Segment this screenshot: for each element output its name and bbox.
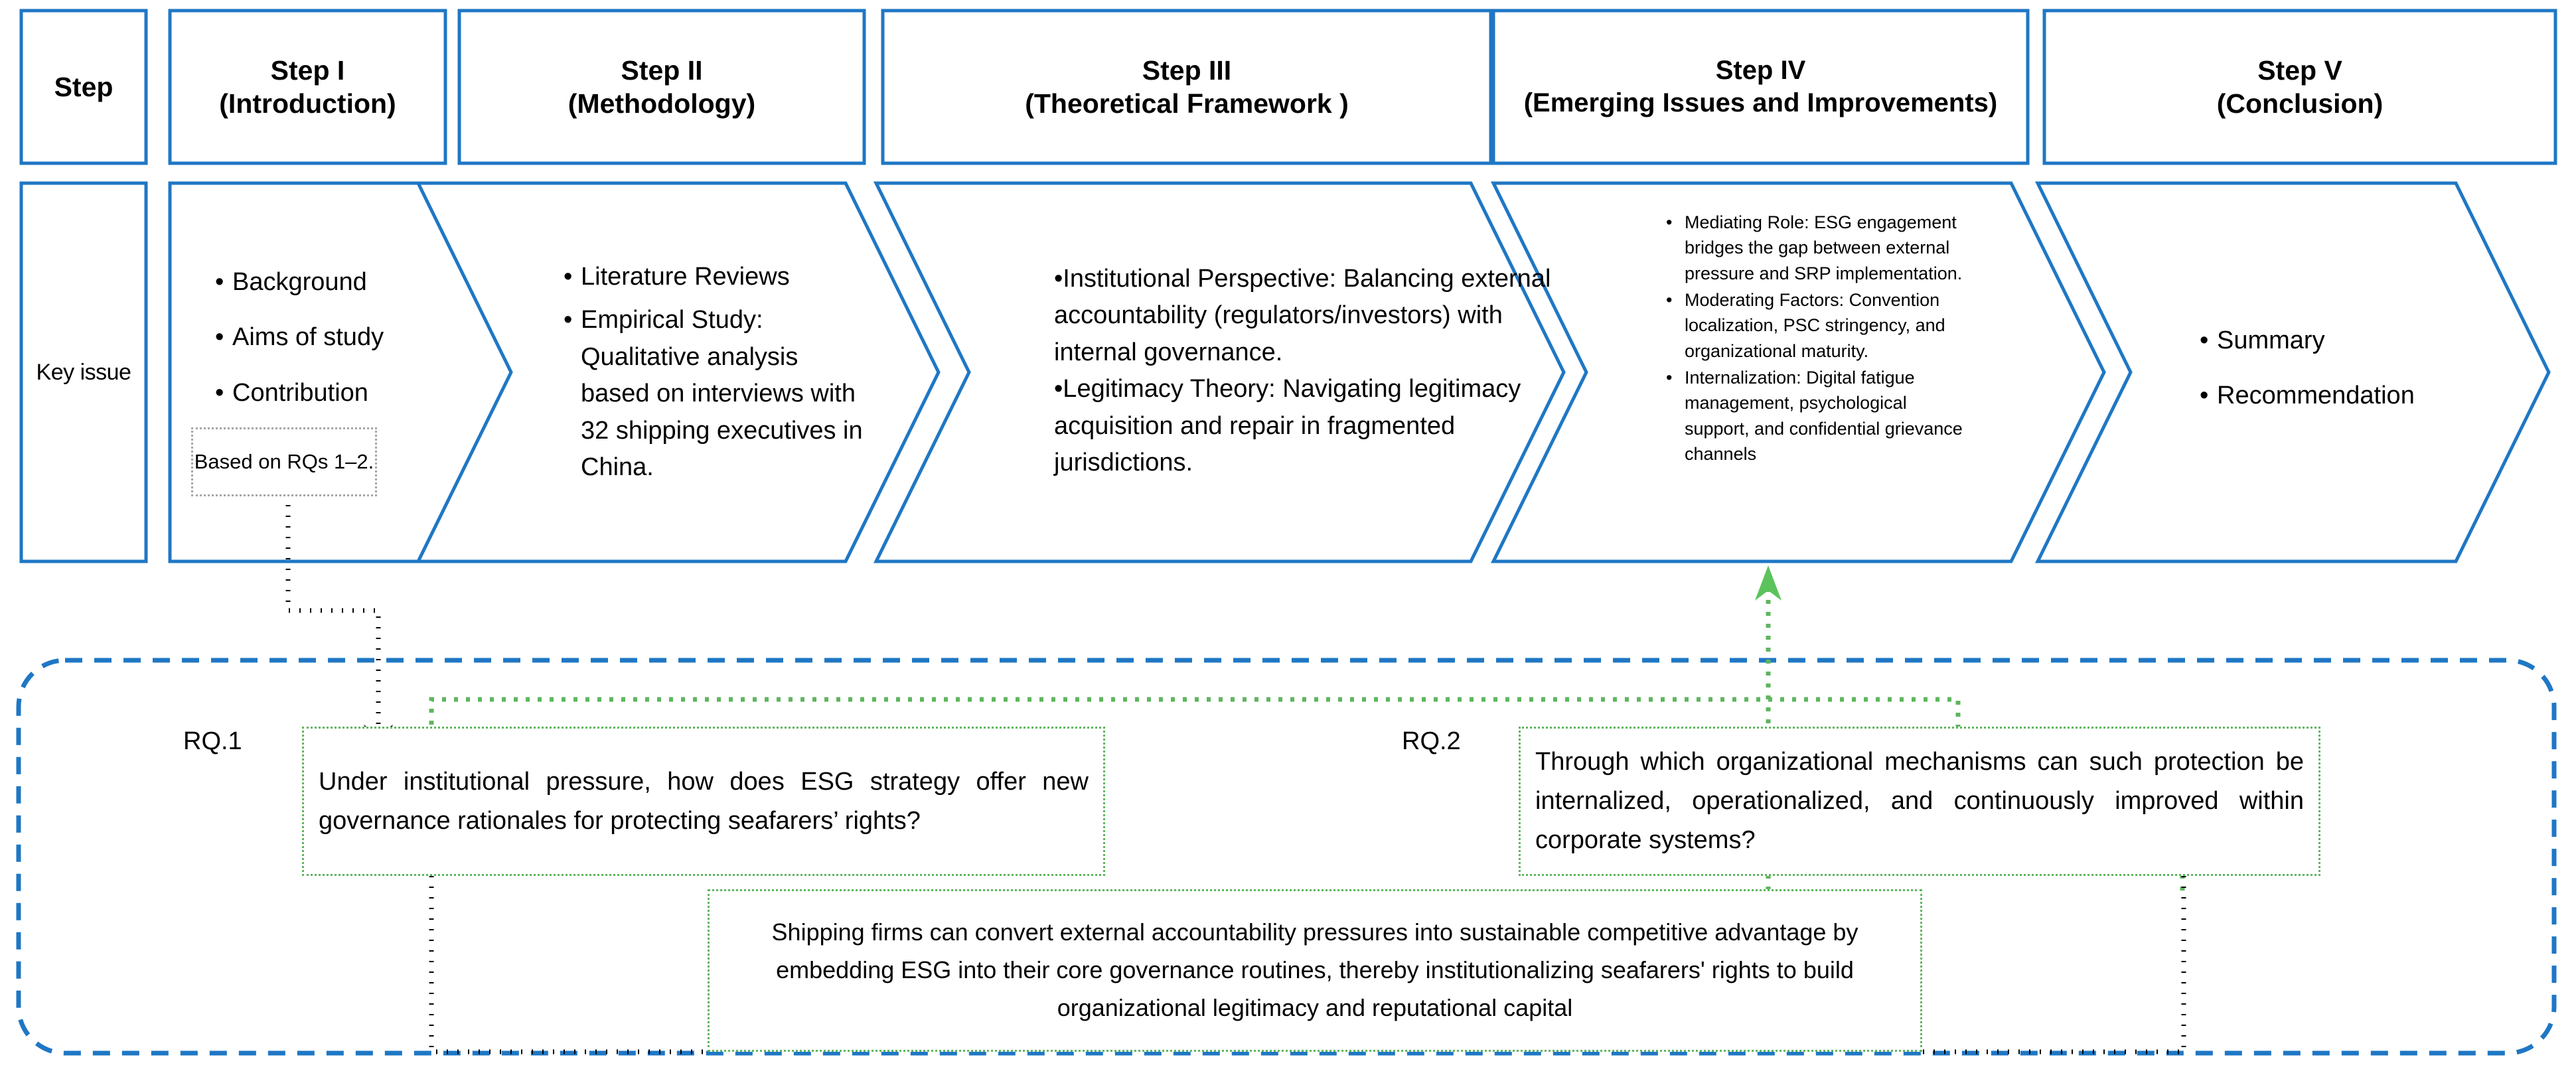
step-3-subtitle: (Theoretical Framework ) — [1025, 88, 1349, 119]
step-1-key-issue-list: Background Aims of study Contribution — [212, 264, 451, 430]
step-5-title: Step V — [2257, 54, 2342, 86]
header-label-step-text: Step — [54, 71, 114, 102]
step-5-subtitle: (Conclusion) — [2216, 88, 2384, 119]
list-item: •Legitimacy Theory: Navigating legitimac… — [1054, 375, 1521, 477]
list-item: Aims of study — [212, 319, 451, 356]
list-item: Recommendation — [2197, 378, 2516, 415]
step-3-title: Step III — [1142, 54, 1232, 86]
rq2-text: Through which organizational mechanisms … — [1535, 748, 2304, 854]
based-on-rqs-note-text: Based on RQs 1–2. — [194, 449, 374, 473]
rq2-box: Through which organizational mechanisms … — [1519, 727, 2320, 876]
list-item: Mediating Role: ESG engagement bridges t… — [1661, 210, 1969, 286]
key-issue-label-text: Key issue — [36, 359, 131, 385]
step-4-title: Step IV — [1715, 56, 1806, 86]
hypothesis-box: Shipping firms can convert external acco… — [708, 889, 1922, 1052]
rq2-label: RQ.2 — [1402, 729, 1508, 754]
step-5-key-issue-list: Summary Recommendation — [2197, 323, 2516, 433]
rq2-label-text: RQ.2 — [1402, 727, 1461, 755]
header-label-step-3: Step III (Theoretical Framework ) — [883, 11, 1491, 163]
list-item: Literature Reviews — [561, 259, 873, 296]
connector-rq1-to-hypothesis — [429, 876, 710, 1054]
list-item: Contribution — [212, 375, 451, 412]
list-item: Background — [212, 264, 451, 301]
list-item: Internalization: Digital fatigue managem… — [1661, 365, 1969, 467]
header-label-step-5: Step V (Conclusion) — [2044, 11, 2555, 163]
rq1-box: Under institutional pressure, how does E… — [302, 727, 1105, 876]
step-1-subtitle: (Introduction) — [219, 88, 396, 119]
step-4-key-issue-list: Mediating Role: ESG engagement bridges t… — [1661, 210, 1969, 468]
rq1-label-text: RQ.1 — [183, 727, 242, 755]
list-item: Empirical Study: Qualitative analysis ba… — [561, 302, 873, 486]
step-2-title: Step II — [621, 54, 703, 86]
list-item: Moderating Factors: Convention localizat… — [1661, 287, 1969, 364]
step-4-subtitle: (Emerging Issues and Improvements) — [1523, 88, 1998, 117]
list-item: •Institutional Perspective: Balancing ex… — [1054, 265, 1551, 366]
step-1-title: Step I — [270, 54, 345, 86]
step-2-key-issue-list: Literature Reviews Empirical Study: Qual… — [561, 259, 873, 493]
arrowhead-to-step4 — [1755, 565, 1781, 601]
key-issue-label: Key issue — [21, 183, 146, 561]
header-label-step-1: Step I (Introduction) — [170, 11, 445, 163]
connector-rq2-to-hypothesis — [1920, 876, 2186, 1054]
rq1-text: Under institutional pressure, how does E… — [319, 767, 1089, 835]
header-label-step-2: Step II (Methodology) — [459, 11, 864, 163]
connector-based-on-to-rq1 — [285, 494, 381, 749]
step-3-key-issue-list: •Institutional Perspective: Balancing ex… — [1054, 261, 1558, 482]
header-label-step: Step — [21, 11, 146, 163]
rq1-label: RQ.1 — [183, 729, 289, 754]
step-2-subtitle: (Methodology) — [568, 88, 756, 119]
hypothesis-text: Shipping firms can convert external acco… — [771, 918, 1858, 1021]
list-item: Summary — [2197, 323, 2516, 360]
header-label-step-4: Step IV (Emerging Issues and Improvement… — [1489, 11, 2032, 163]
based-on-rqs-note: Based on RQs 1–2. — [191, 427, 377, 496]
